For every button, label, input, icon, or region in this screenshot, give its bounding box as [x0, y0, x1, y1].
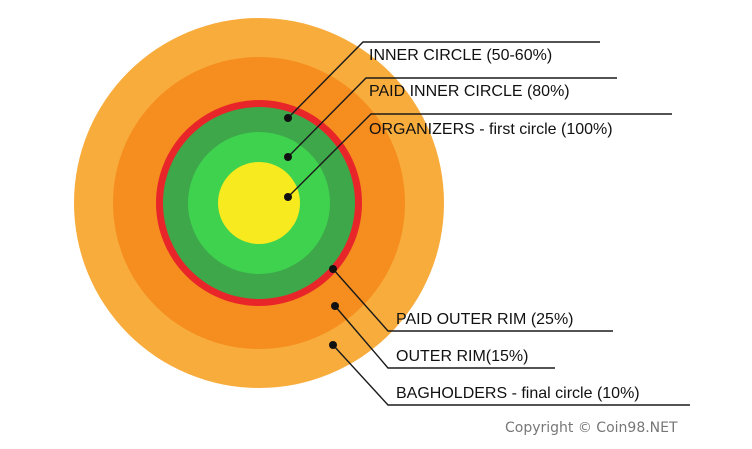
organizers-marker	[284, 193, 292, 201]
paid-outer-rim-label: PAID OUTER RIM (25%)	[396, 311, 574, 328]
inner-circle-label: INNER CIRCLE (50-60%)	[369, 47, 552, 64]
label-organizers: ORGANIZERS - first circle (100%)	[284, 113, 672, 201]
label-inner-circle: INNER CIRCLE (50-60%)	[284, 41, 600, 122]
outer-rim-label: OUTER RIM(15%)	[396, 348, 528, 365]
paid-outer-rim-marker	[329, 265, 337, 273]
organizers-center	[218, 162, 300, 244]
paid-inner-circle-label: PAID INNER CIRCLE (80%)	[369, 83, 570, 100]
copyright-watermark: Copyright © Coin98.NET	[505, 420, 678, 436]
bagholders-label: BAGHOLDERS - final circle (10%)	[396, 385, 640, 402]
outer-rim-marker	[331, 302, 339, 310]
label-bagholders: BAGHOLDERS - final circle (10%)	[329, 341, 690, 406]
label-paid-outer-rim: PAID OUTER RIM (25%)	[329, 265, 613, 332]
bagholders-marker	[329, 341, 337, 349]
label-outer-rim: OUTER RIM(15%)	[331, 302, 555, 369]
label-paid-inner-circle: PAID INNER CIRCLE (80%)	[284, 77, 617, 161]
organizers-label: ORGANIZERS - first circle (100%)	[369, 121, 613, 138]
inner-circle-marker	[284, 114, 292, 122]
paid-inner-circle-marker	[284, 153, 292, 161]
